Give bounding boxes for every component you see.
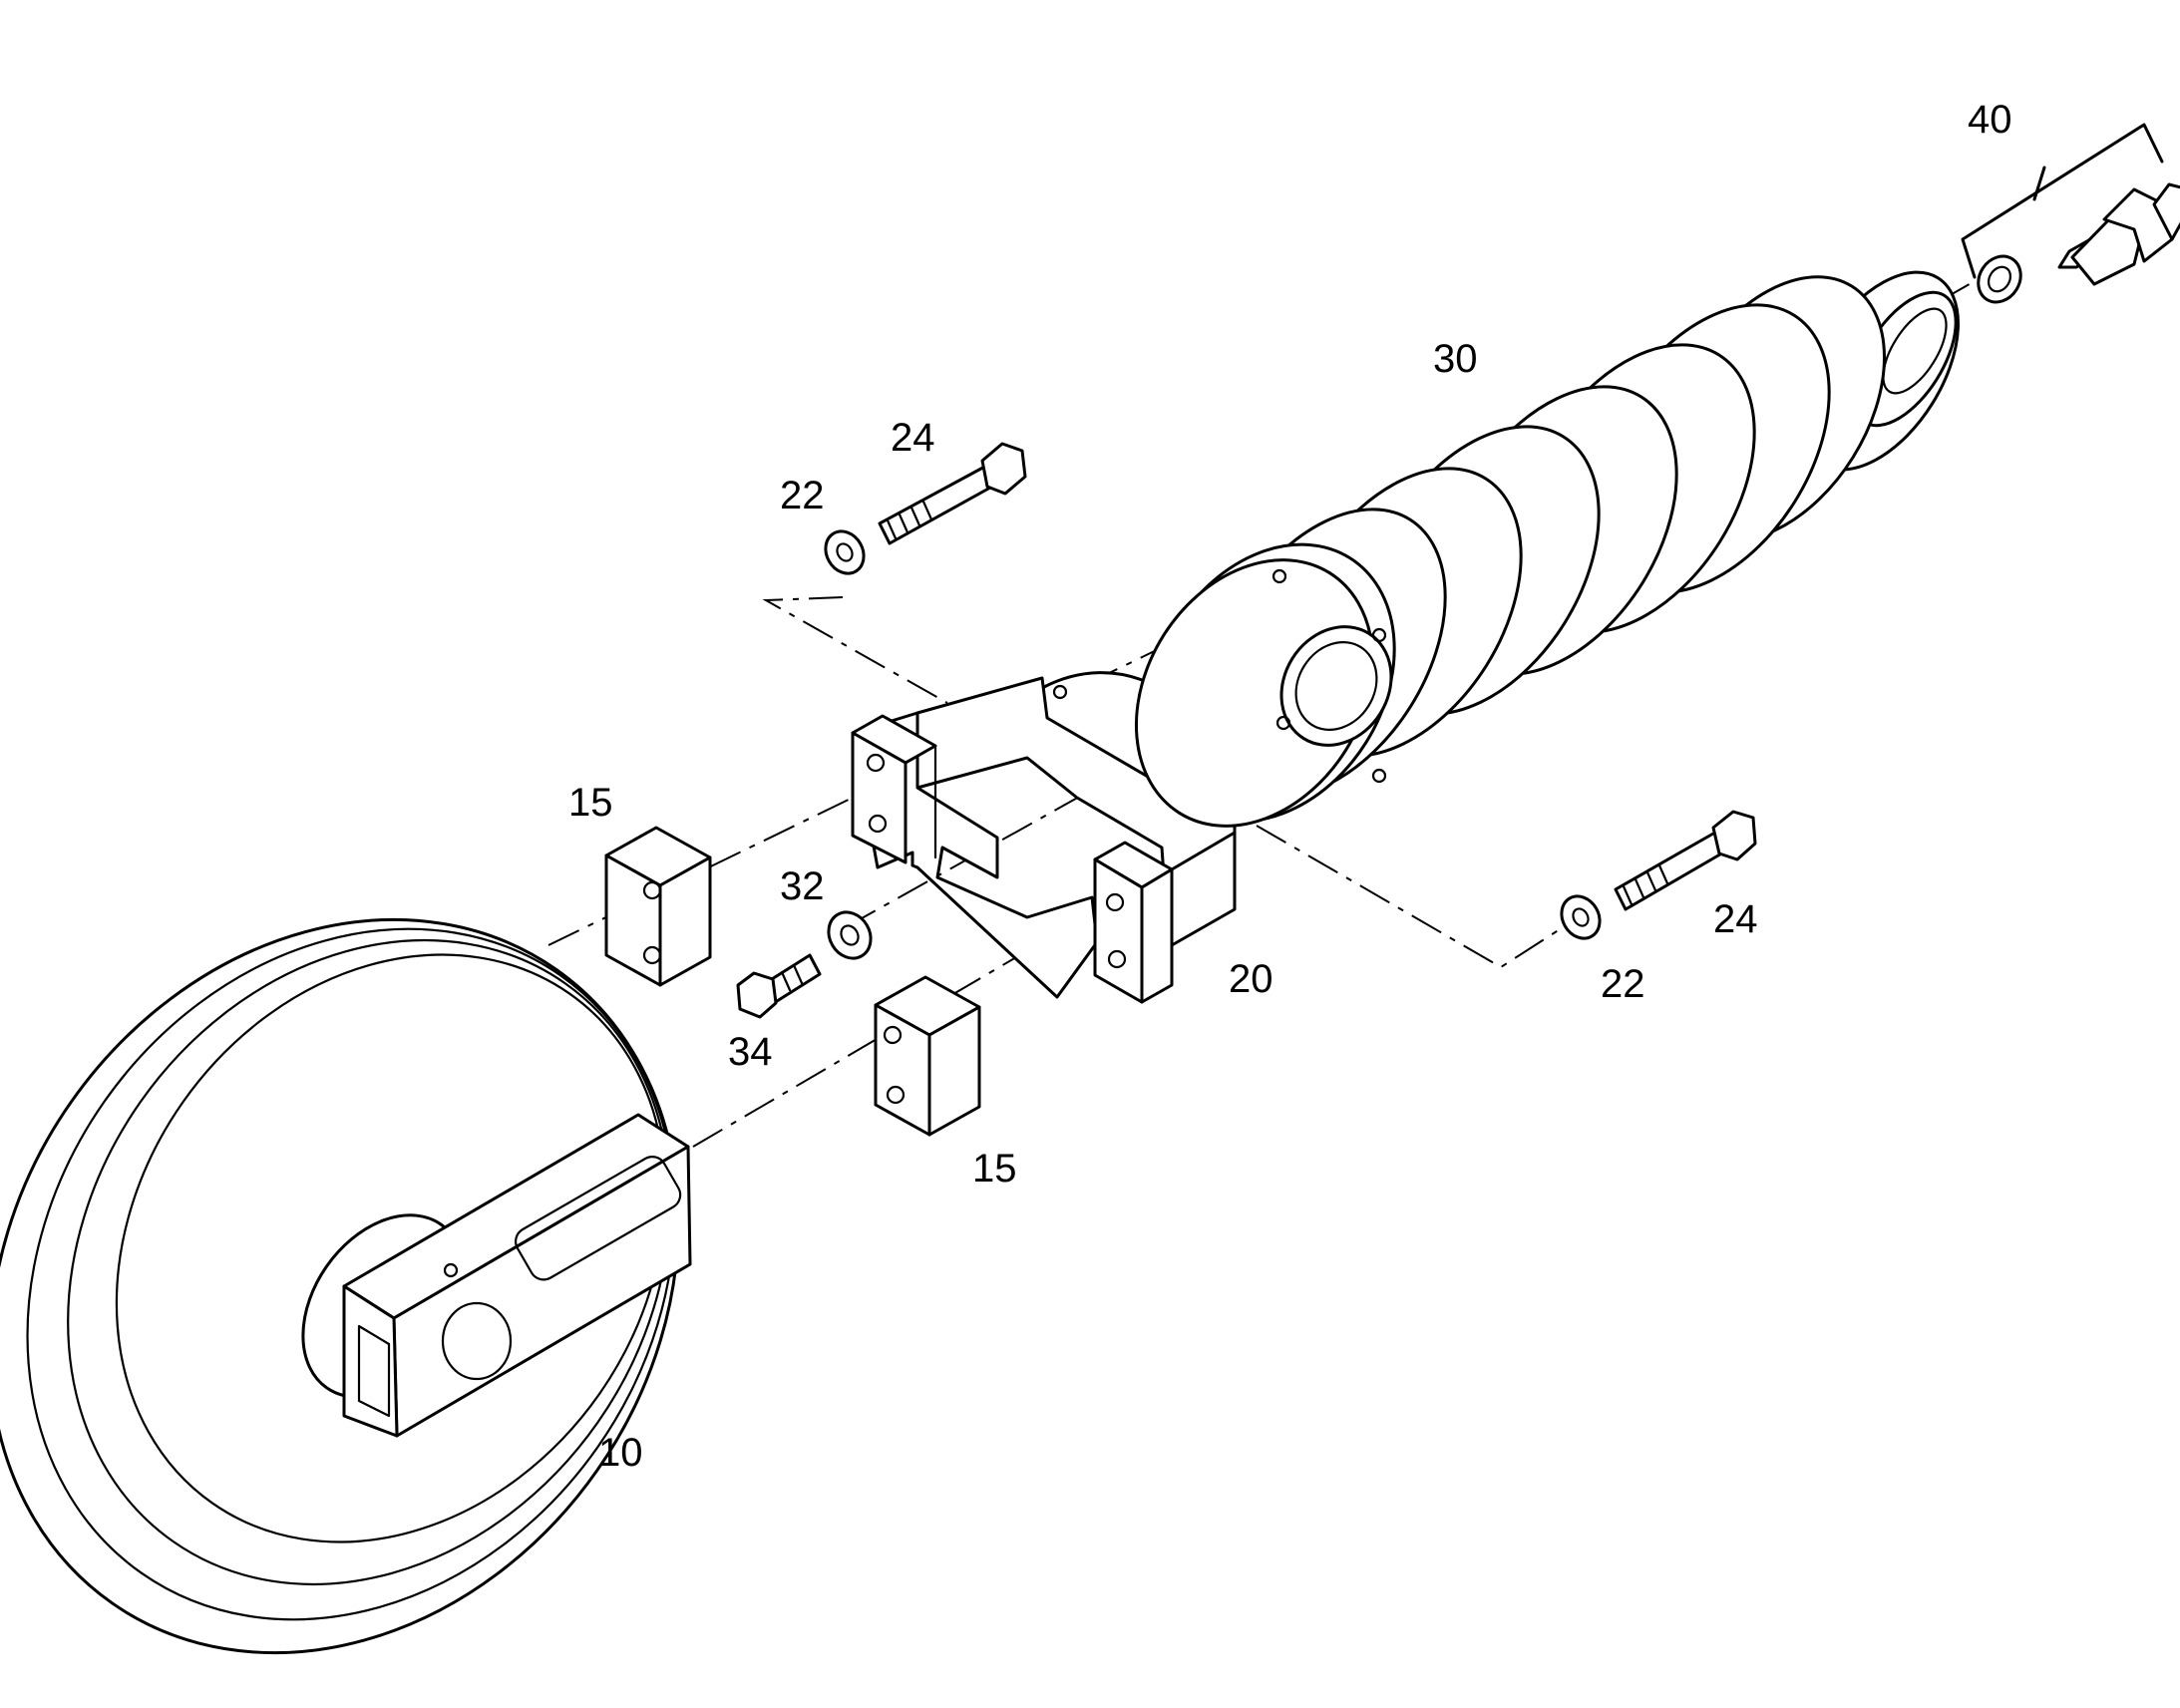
bracket-left-leg-front (851, 731, 908, 864)
block-lower-hole-1 (883, 1025, 903, 1045)
spring-front-plate (1134, 558, 1375, 828)
block-upper-hole-1 (642, 880, 662, 900)
idler-wheel-tread (26, 927, 676, 1621)
callout-32: 32 (780, 864, 825, 908)
bolt-24-upper-thread (886, 500, 933, 540)
callout-24-upper: 24 (891, 416, 935, 460)
block-upper-hole-2 (642, 945, 662, 965)
spacer-block-upper (604, 826, 712, 987)
washer-32 (827, 910, 873, 960)
callout-22-upper: 22 (780, 474, 825, 517)
bracket-web (851, 711, 1099, 999)
bolt-34-thread (780, 963, 804, 992)
idler-wheel-rim-inner (115, 953, 667, 1543)
callout-24-lower: 24 (1713, 897, 1758, 941)
block-lower-side (927, 1005, 981, 1137)
callout-40: 40 (1968, 98, 2012, 142)
yoke-bore (441, 1301, 513, 1381)
spring-plate-hole-1 (1272, 568, 1287, 584)
callout-22-lower: 22 (1601, 962, 1645, 1006)
bracket-right-hole-2 (1107, 949, 1127, 969)
bracket-right-hole-1 (1105, 892, 1125, 912)
callout-labels: 10 15 15 20 22 22 24 24 30 32 34 40 (568, 98, 2012, 1475)
spacer-block-lower (874, 975, 981, 1137)
callout-20: 20 (1229, 957, 1273, 1001)
washer-22-lower (1560, 894, 1602, 940)
fasteners (736, 442, 1757, 1019)
washer-22-lower-hole (1572, 907, 1590, 927)
callout-10: 10 (598, 1431, 643, 1475)
spring-center-boss (1279, 625, 1393, 747)
yoke-slot (515, 1156, 682, 1281)
washer-22-upper (824, 529, 866, 575)
callout-15-upper: 15 (568, 781, 613, 825)
bolt-24-lower-thread (1622, 863, 1669, 906)
recoil-spring-assembly (1134, 270, 1961, 828)
idler-wheel-assembly (0, 917, 692, 1655)
spring-plate-hole-2 (1371, 627, 1387, 643)
fitting-washer-hole (1987, 265, 2012, 293)
spring-plate-hole-4 (1371, 768, 1387, 784)
axis-lower-bolt (1256, 825, 1572, 969)
fitting-group-bracket (1961, 123, 2164, 279)
idler-wheel-flange (67, 938, 671, 1586)
fitting-washer (1977, 254, 2022, 304)
bolt-24-upper-shank (878, 462, 1001, 545)
fitting-nipple (2152, 182, 2180, 241)
callout-34: 34 (728, 1030, 773, 1074)
bracket-left-hole-2 (868, 814, 888, 834)
bolt-24-upper-head (980, 442, 1027, 496)
bolt-24-lower-head (1711, 810, 1757, 861)
spring-plate-hole-3 (1275, 715, 1291, 731)
axis-upper-bolt (762, 596, 948, 704)
bracket-left-hole-1 (866, 753, 886, 773)
bracket-gusset (1170, 831, 1237, 947)
callout-30: 30 (1433, 337, 1478, 381)
bracket-right-leg-side (1140, 867, 1174, 1004)
callout-15-lower: 15 (972, 1147, 1017, 1191)
bolt-34-head (736, 971, 778, 1019)
yoke-end-pocket (357, 1324, 391, 1418)
grease-fitting-assembly (1961, 123, 2180, 304)
block-lower-hole-2 (886, 1085, 906, 1105)
bracket-flange-hole-2 (1052, 684, 1068, 700)
yoke-grease-hole (443, 1262, 459, 1278)
yoke-end-face (342, 1284, 399, 1438)
washer-22-upper-hole (836, 542, 854, 562)
fitting-bracket-tick (2032, 166, 2046, 201)
washer-32-hole (840, 924, 860, 946)
spring-rear-thread (1882, 307, 1948, 395)
spring-center-bore (1294, 640, 1378, 732)
